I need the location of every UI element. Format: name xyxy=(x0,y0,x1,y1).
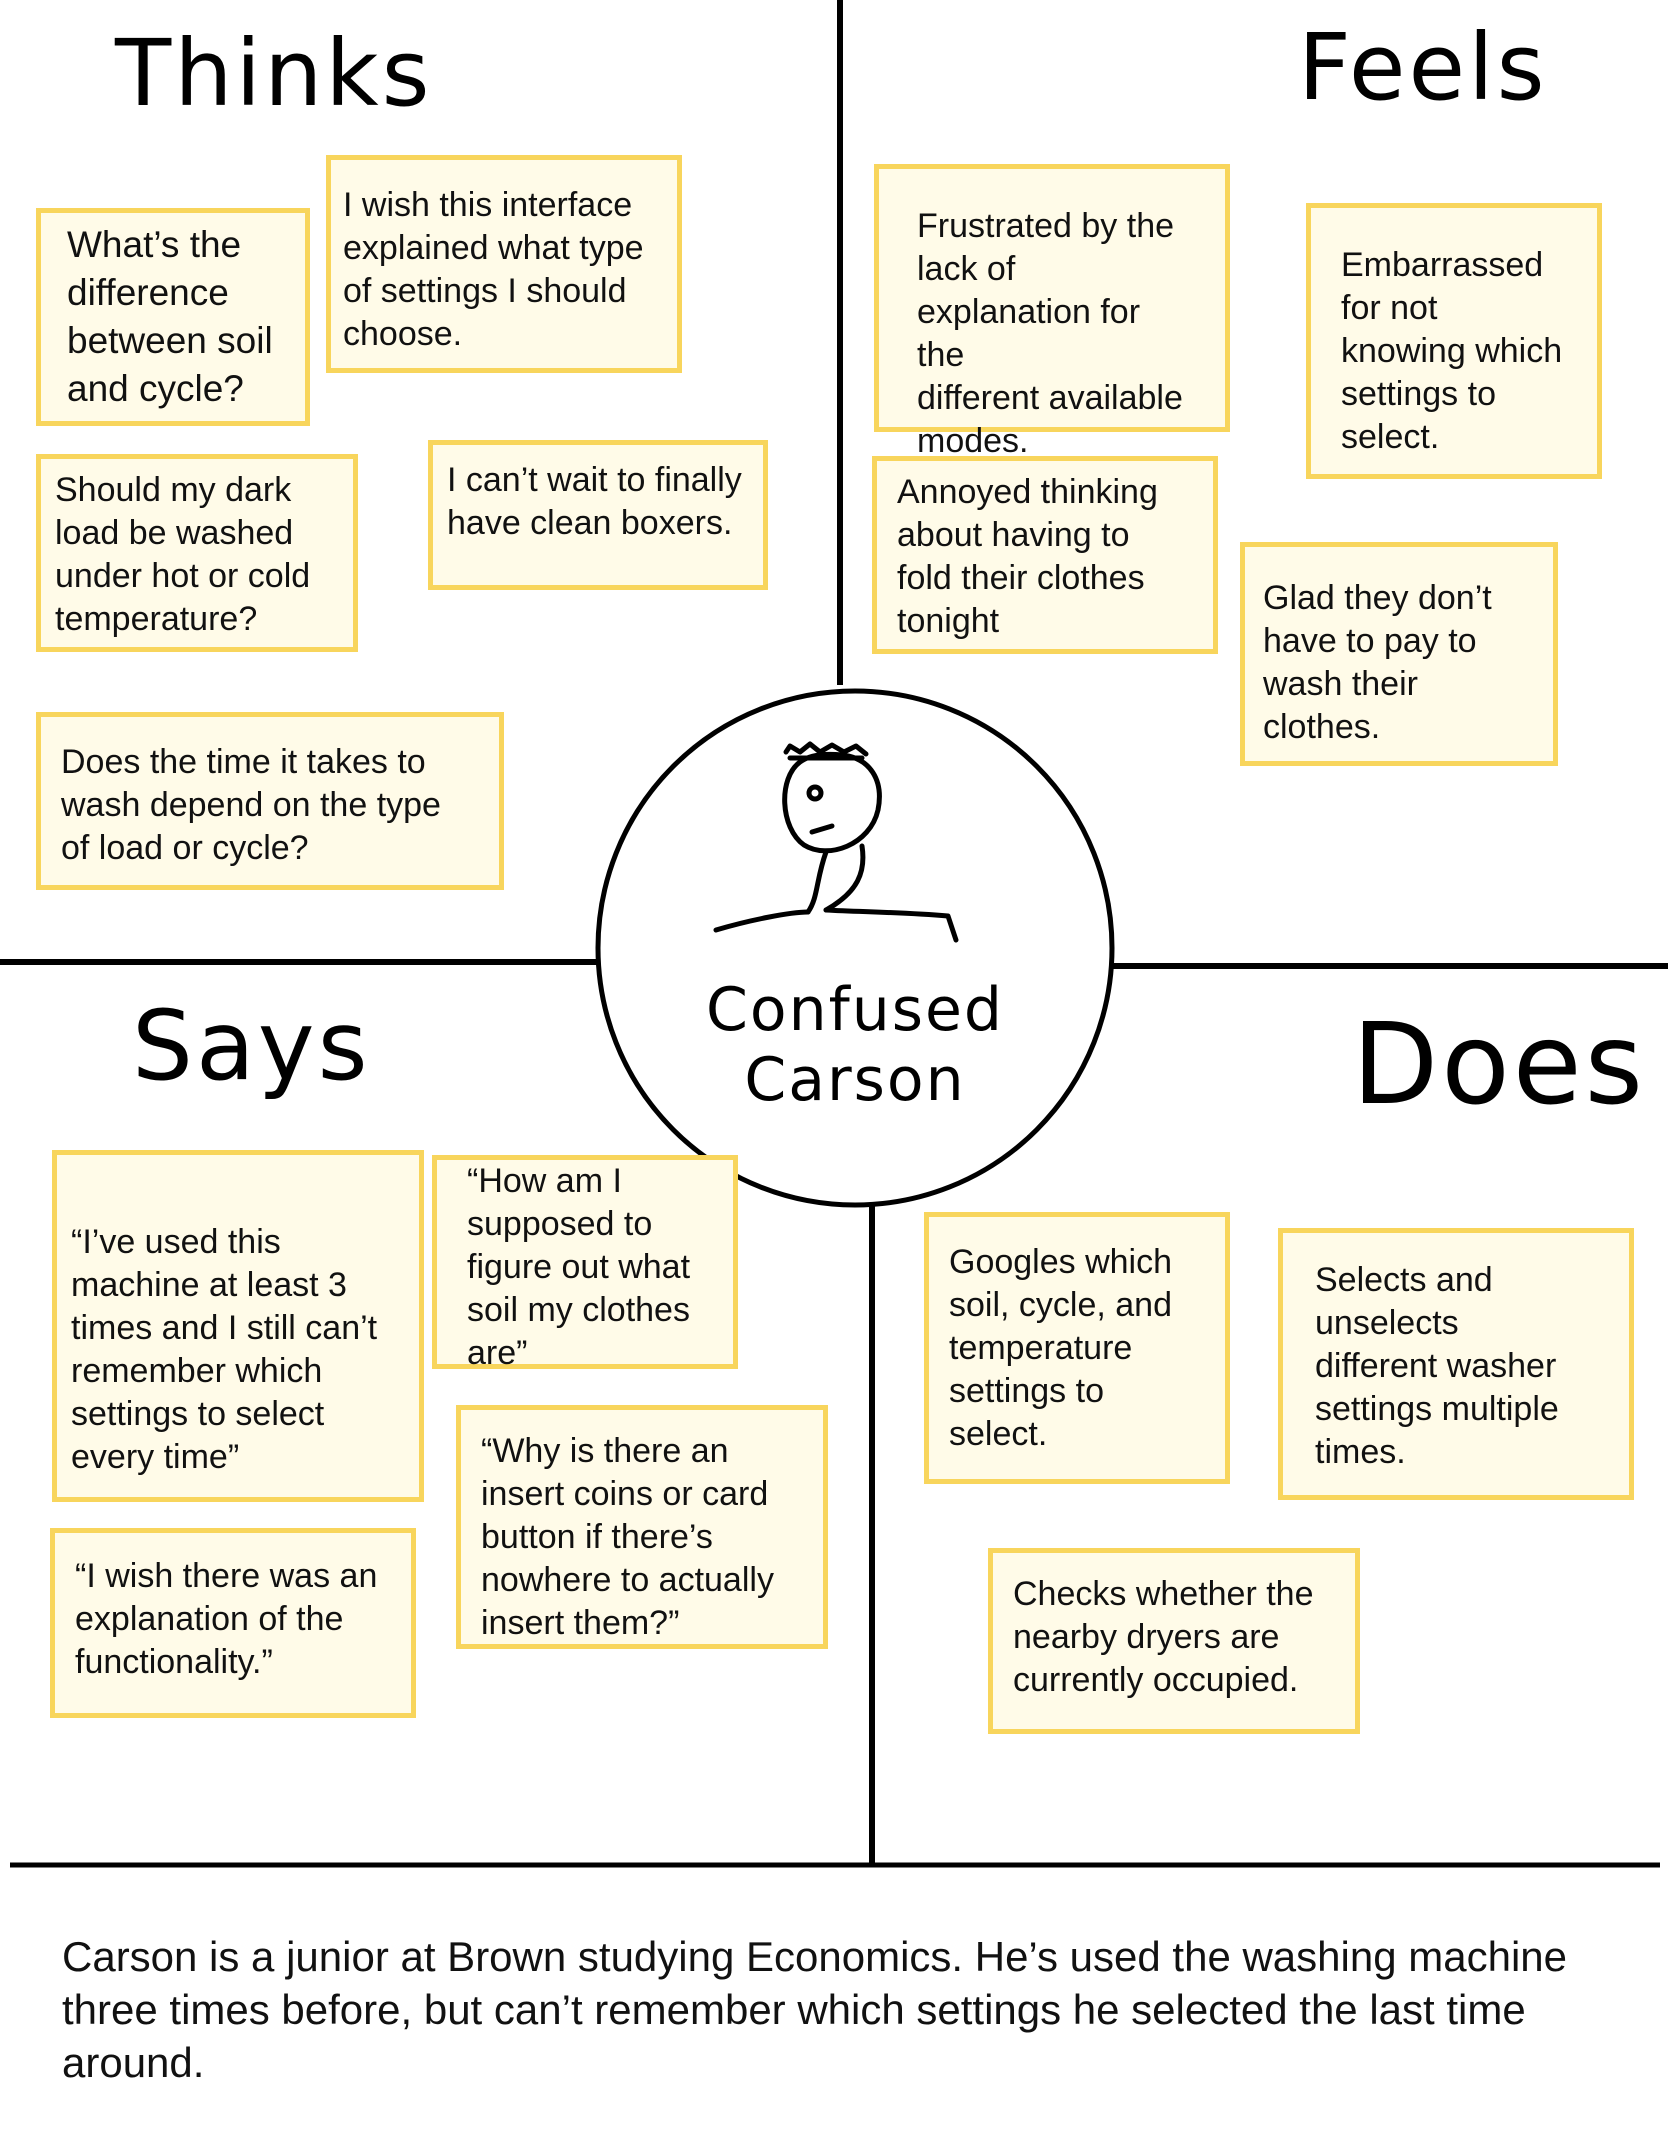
persona-head xyxy=(782,751,882,854)
sticky-note-does-3: Checks whether the nearby dryers are cur… xyxy=(988,1548,1360,1734)
sticky-note-feels-4: Glad they don’t have to pay to wash thei… xyxy=(1240,542,1558,766)
sticky-note-thinks-2: I wish this interface explained what typ… xyxy=(326,155,682,373)
persona-name-line1: Confused xyxy=(705,975,1005,1045)
quadrant-title-feels: Feels xyxy=(1298,14,1548,121)
sticky-note-does-2: Selects and unselects different washer s… xyxy=(1278,1228,1634,1500)
sticky-note-feels-2: Embarrassed for not knowing which settin… xyxy=(1306,203,1602,479)
sticky-note-feels-1: Frustrated by the lack of explanation fo… xyxy=(874,164,1230,460)
sticky-note-says-2: “How am I supposed to figure out what so… xyxy=(432,1155,738,1372)
persona-name-line2: Carson xyxy=(744,1045,966,1115)
persona-eye xyxy=(806,784,824,802)
persona-neck xyxy=(805,843,866,915)
sticky-note-thinks-1: What’s the difference between soil and c… xyxy=(36,208,310,426)
quadrant-title-says: Says xyxy=(132,990,371,1102)
sticky-note-thinks-4: I can’t wait to finally have clean boxer… xyxy=(428,440,768,590)
persona-shoulders xyxy=(713,907,959,943)
sticky-note-says-1: “I’ve used this machine at least 3 times… xyxy=(52,1150,424,1502)
persona-name: Confused Carson xyxy=(690,975,1020,1115)
sticky-note-says-3: “Why is there an insert coins or card bu… xyxy=(456,1405,828,1649)
sticky-note-does-1: Googles which soil, cycle, and temperatu… xyxy=(924,1212,1230,1484)
quadrant-title-thinks: Thinks xyxy=(115,20,433,127)
sticky-note-feels-3: Annoyed thinking about having to fold th… xyxy=(872,456,1218,654)
quadrant-title-does: Does xyxy=(1352,1000,1647,1130)
persona-sketch-icon xyxy=(713,741,959,943)
sticky-note-says-4: “I wish there was an explanation of the … xyxy=(50,1528,416,1718)
sticky-note-thinks-3: Should my dark load be washed under hot … xyxy=(36,454,358,652)
persona-mouth xyxy=(809,823,835,835)
persona-description: Carson is a junior at Brown studying Eco… xyxy=(62,1933,1567,2086)
persona-circle xyxy=(595,688,1115,1208)
sticky-note-thinks-5: Does the time it takes to wash depend on… xyxy=(36,712,504,890)
